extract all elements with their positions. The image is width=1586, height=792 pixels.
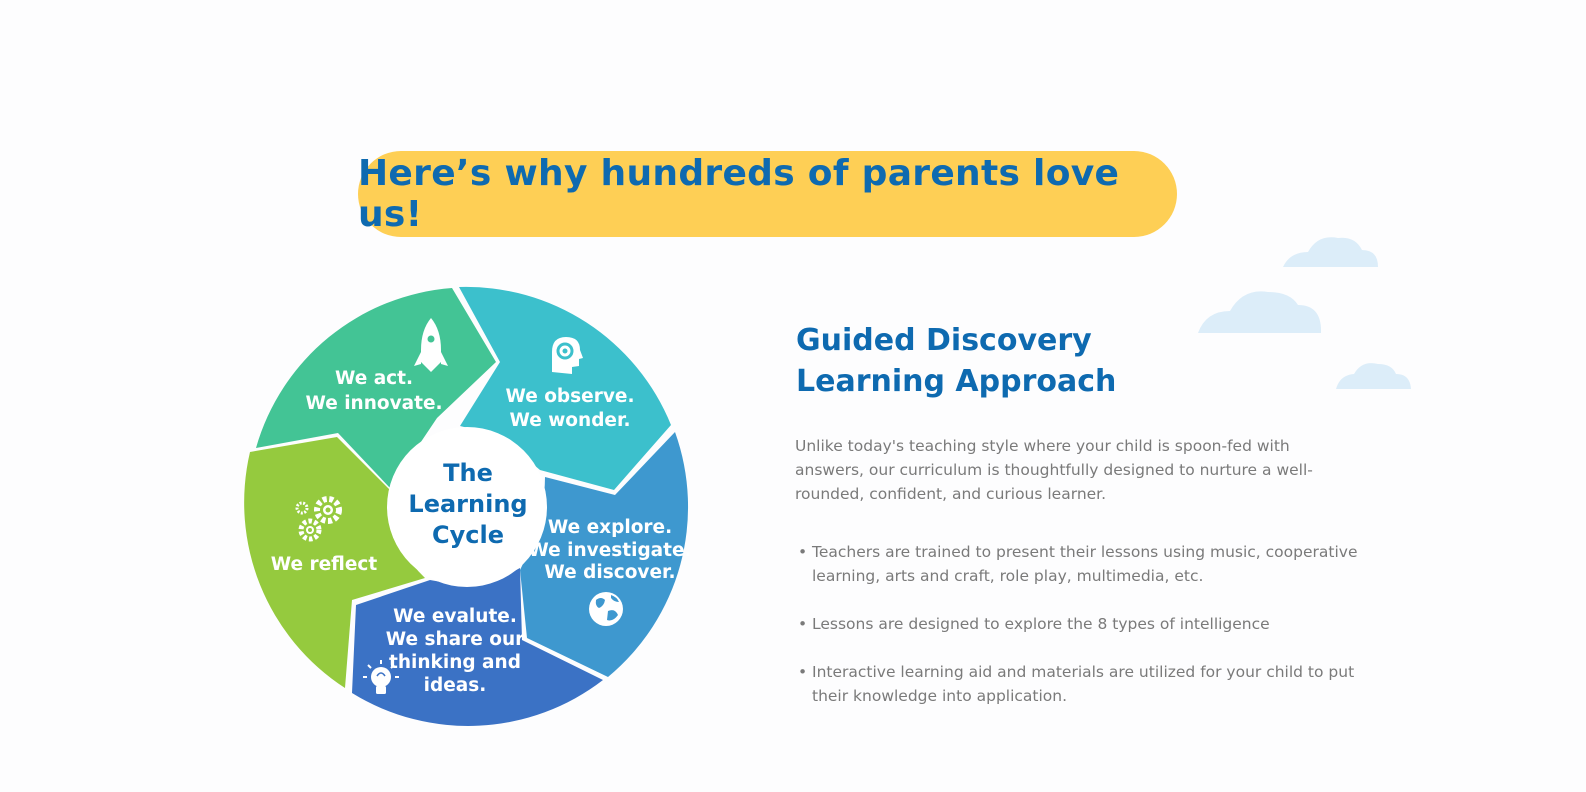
section-title-line: Guided Discovery — [796, 323, 1092, 358]
headline-text: Here’s why hundreds of parents love us! — [358, 153, 1120, 235]
segment-label: ideas. — [424, 675, 487, 696]
section-title: Guided Discovery Learning Approach — [796, 320, 1116, 402]
bullet-icon: • — [798, 663, 808, 681]
list-item: • Interactive learning aid and materials… — [796, 660, 1376, 708]
cycle-center-line: Learning — [408, 490, 527, 518]
bullet-icon: • — [798, 615, 808, 633]
lightbulb-icon — [363, 660, 399, 694]
segment-label: We share our — [386, 629, 525, 650]
segment-observe — [459, 286, 671, 490]
cycle-center-line: Cycle — [432, 521, 504, 549]
segment-explore — [520, 432, 689, 677]
cloud-icon — [1283, 237, 1378, 267]
headline-banner: Here’s why hundreds of parents love us! — [358, 151, 1177, 237]
list-item-text: Teachers are trained to present their le… — [812, 543, 1358, 585]
segment-reflect — [244, 437, 425, 688]
cycle-center-line: The — [443, 459, 493, 487]
list-item: • Teachers are trained to present their … — [796, 540, 1376, 588]
segment-label: We wonder. — [509, 410, 630, 431]
segment-label: We discover. — [544, 562, 675, 583]
section-intro: Unlike today's teaching style where your… — [795, 437, 1313, 503]
globe-icon — [589, 592, 623, 626]
segment-label: We act. — [335, 368, 413, 389]
segment-label: We innovate. — [305, 393, 442, 414]
cloud-icon — [1336, 363, 1411, 389]
segment-label: We evalute. — [393, 606, 517, 627]
list-item: • Lessons are designed to explore the 8 … — [796, 612, 1376, 636]
segment-evaluate — [352, 568, 603, 726]
cloud-icon — [1198, 291, 1322, 333]
segment-label: We observe. — [505, 386, 634, 407]
head-gear-icon — [552, 337, 583, 374]
rocket-icon — [414, 318, 448, 372]
segment-label: thinking and — [389, 652, 521, 673]
segment-label: We investigate. — [528, 540, 691, 561]
list-item-text: Interactive learning aid and materials a… — [812, 663, 1355, 705]
segment-label: We reflect — [271, 554, 378, 575]
cycle-center — [387, 427, 547, 587]
list-item-text: Lessons are designed to explore the 8 ty… — [812, 615, 1270, 633]
bullet-icon: • — [798, 543, 808, 561]
segment-label: We explore. — [548, 517, 672, 538]
feature-list: • Teachers are trained to present their … — [796, 540, 1376, 732]
gears-icon — [295, 496, 342, 542]
section-title-line: Learning Approach — [796, 364, 1117, 399]
